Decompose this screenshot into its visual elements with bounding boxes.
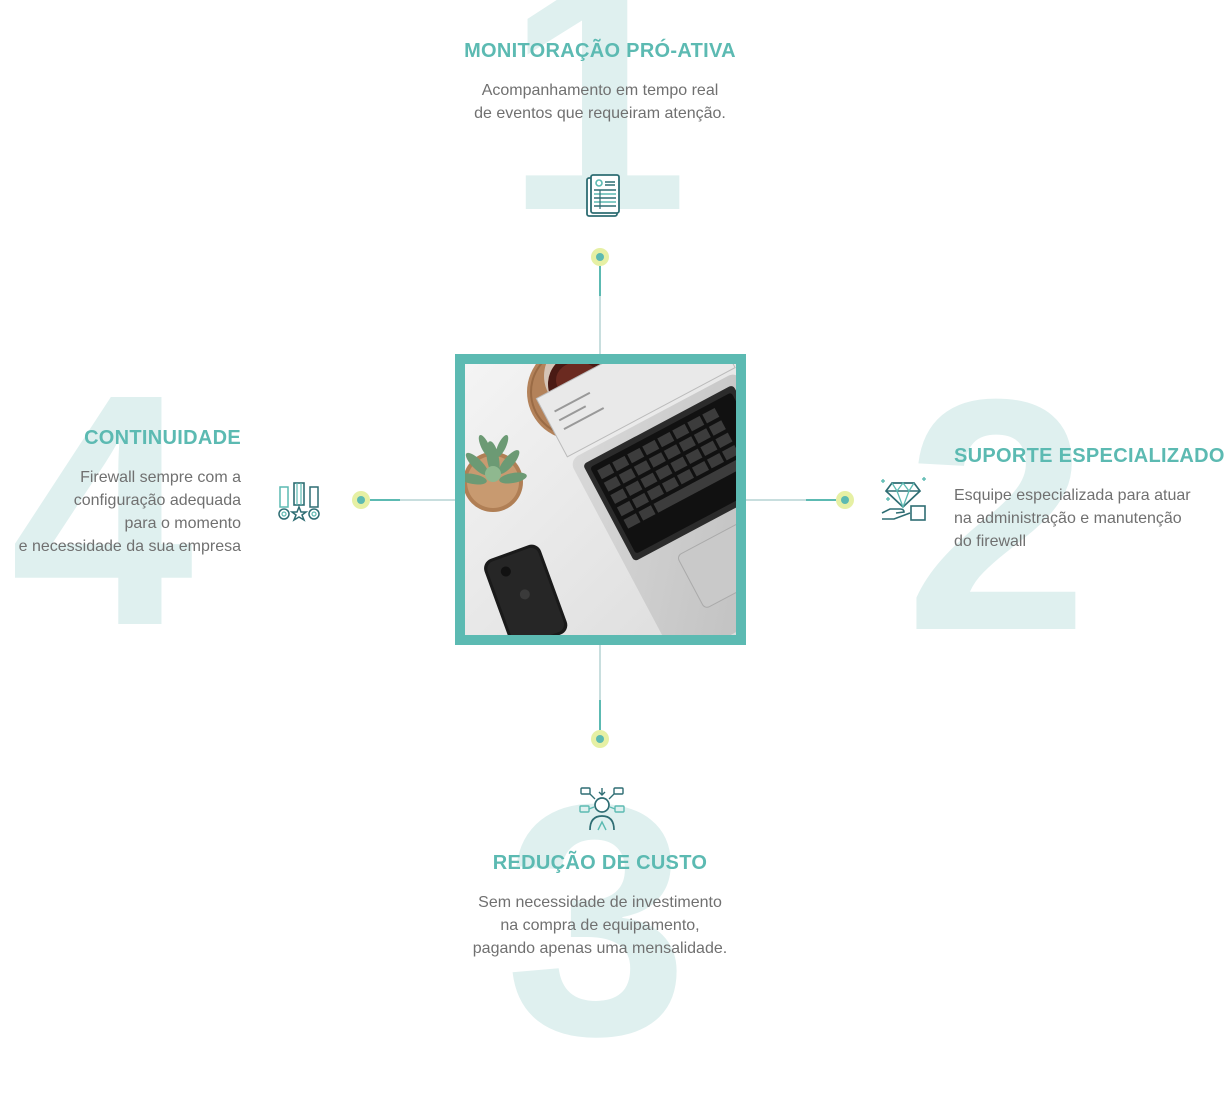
diamond-hand-icon — [880, 475, 928, 523]
center-photo-frame — [455, 354, 746, 645]
feature-1-title: MONITORAÇÃO PRÓ-ATIVA — [464, 40, 736, 62]
connector-dot-top — [591, 248, 609, 266]
feature-2-title: SUPORTE ESPECIALIZADO — [954, 445, 1225, 467]
connector-left-accent — [370, 499, 400, 501]
feature-3: REDUÇÃO DE CUSTO Sem necessidade de inve… — [400, 852, 800, 960]
feature-1-description: Acompanhamento em tempo real de eventos … — [474, 82, 726, 122]
connector-top — [599, 266, 601, 354]
connector-bottom-accent — [599, 700, 601, 730]
connector-bottom — [599, 645, 601, 730]
connector-right-accent — [806, 499, 836, 501]
feature-1: MONITORAÇÃO PRÓ-ATIVA Acompanhamento em … — [400, 40, 800, 125]
document-report-icon — [584, 174, 622, 218]
feature-4-number: 4 — [10, 325, 194, 694]
feature-2-description: Esquipe especializada para atuar na admi… — [954, 487, 1191, 550]
feature-2-number: 2 — [905, 330, 1089, 699]
feature-3-title: REDUÇÃO DE CUSTO — [492, 852, 708, 874]
connector-top-accent — [599, 266, 601, 296]
connector-right — [746, 499, 836, 501]
connector-dot-bottom — [591, 730, 609, 748]
desk-photo — [465, 364, 736, 635]
person-network-icon — [579, 786, 625, 832]
feature-1-number: 1 — [505, 0, 689, 279]
feature-4: CONTINUIDADE Firewall sempre com a confi… — [0, 427, 241, 558]
connector-dot-left — [352, 491, 370, 509]
medals-icon — [276, 481, 322, 525]
connector-dot-right — [836, 491, 854, 509]
feature-4-title: CONTINUIDADE — [84, 427, 241, 449]
feature-4-description: Firewall sempre com a configuração adequ… — [18, 469, 241, 555]
feature-2: SUPORTE ESPECIALIZADO Esquipe especializ… — [954, 445, 1225, 553]
connector-left — [370, 499, 455, 501]
feature-3-description: Sem necessidade de investimento na compr… — [472, 894, 728, 957]
